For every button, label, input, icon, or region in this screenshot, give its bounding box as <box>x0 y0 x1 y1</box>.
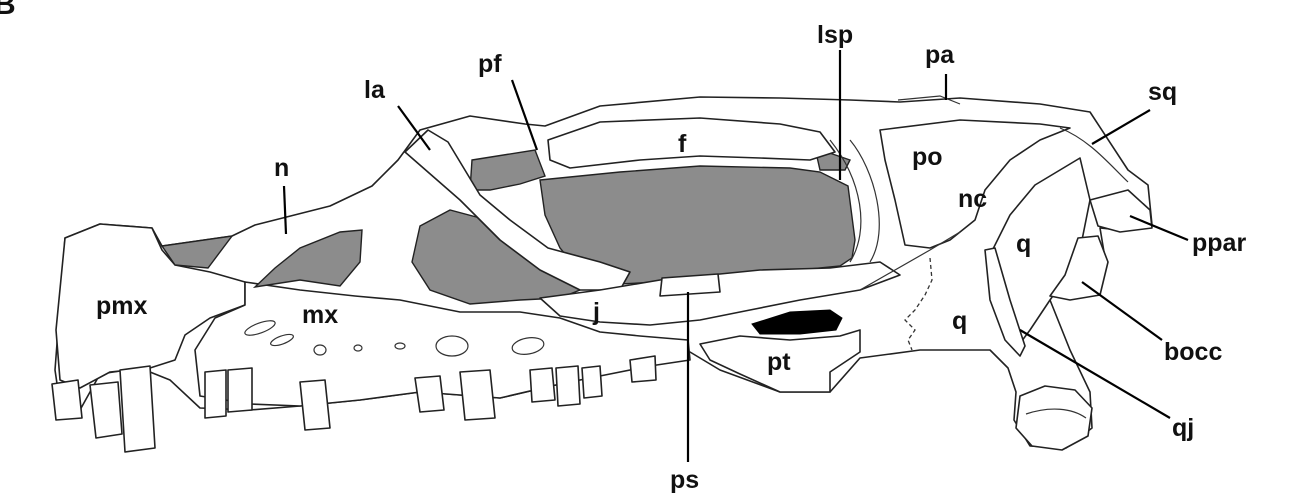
premaxilla-tooth <box>90 382 122 438</box>
label-j: j <box>592 298 600 326</box>
label-la: la <box>364 76 386 104</box>
label-q-upper: q <box>1016 230 1031 258</box>
maxilla-tooth <box>300 380 330 430</box>
label-n: n <box>274 154 289 182</box>
maxilla-tooth <box>556 366 580 406</box>
premaxilla-tooth <box>52 380 82 420</box>
ps-bar <box>660 274 720 296</box>
occipital-condyle <box>1016 386 1092 450</box>
label-nc: nc <box>958 185 987 213</box>
maxilla-tooth <box>630 356 656 382</box>
label-q-lower: q <box>952 307 967 335</box>
label-ppar: ppar <box>1192 229 1246 257</box>
label-mx: mx <box>302 301 338 329</box>
maxilla-tooth <box>460 370 495 420</box>
label-lsp: lsp <box>817 21 853 49</box>
premaxilla-tooth <box>120 366 155 452</box>
maxilla-tooth <box>415 376 444 412</box>
label-po: po <box>912 143 943 171</box>
maxilla-tooth <box>530 368 555 402</box>
label-pt: pt <box>767 348 791 376</box>
panel-label: B <box>0 0 16 21</box>
label-sq: sq <box>1148 78 1177 106</box>
label-bocc: bocc <box>1164 338 1222 366</box>
label-f: f <box>678 130 687 158</box>
label-qj: qj <box>1172 414 1194 442</box>
label-ps: ps <box>670 466 699 494</box>
label-pa: pa <box>925 41 955 69</box>
maxilla-tooth <box>582 366 602 398</box>
label-pmx: pmx <box>96 292 148 320</box>
leader-bocc <box>1082 282 1162 340</box>
maxilla-tooth <box>205 370 226 418</box>
maxilla-tooth <box>228 368 252 412</box>
label-pf: pf <box>478 50 502 78</box>
